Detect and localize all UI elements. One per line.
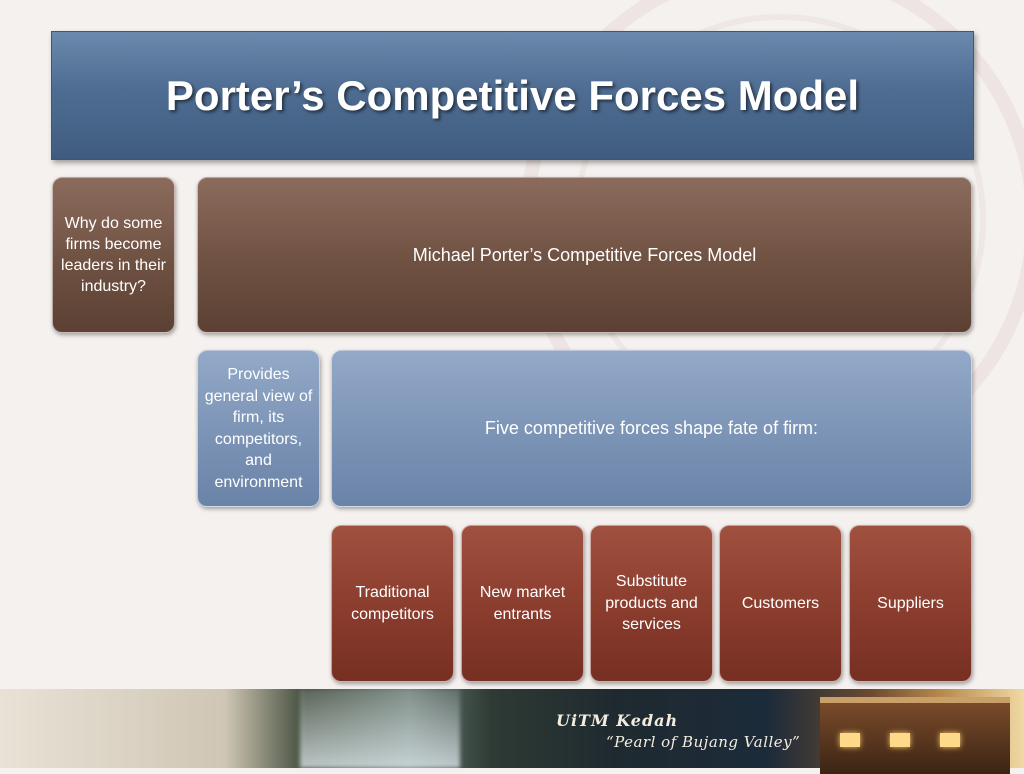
- five-forces-text: Five competitive forces shape fate of fi…: [484, 418, 819, 438]
- banner-slogan: “Pearl of Bujang Valley”: [606, 733, 801, 751]
- force-box-customers: Customers: [719, 525, 842, 682]
- force-label: Traditional competitors: [351, 584, 434, 623]
- building-image: [820, 697, 1010, 774]
- footer-banner: UiTM Kedah “Pearl of Bujang Valley”: [0, 689, 1024, 774]
- force-label: New market entrants: [479, 584, 566, 623]
- question-box: Why do some firms become leaders in thei…: [52, 177, 175, 333]
- building-window: [840, 733, 860, 747]
- slide-title: Porter’s Competitive Forces Model: [165, 71, 860, 119]
- waterfall-image: [300, 689, 460, 768]
- force-label: Customers: [741, 594, 820, 612]
- building-window: [890, 733, 910, 747]
- force-box-substitutes: Substitute products and services: [590, 525, 713, 682]
- question-text: Why do some firms become leaders in thei…: [61, 215, 166, 295]
- force-box-suppliers: Suppliers: [849, 525, 972, 682]
- model-text: Michael Porter’s Competitive Forces Mode…: [412, 244, 757, 265]
- force-label: Suppliers: [877, 594, 944, 612]
- force-box-new-market-entrants: New market entrants: [461, 525, 584, 682]
- five-forces-box: Five competitive forces shape fate of fi…: [331, 350, 972, 507]
- model-box: Michael Porter’s Competitive Forces Mode…: [197, 177, 972, 333]
- force-box-traditional-competitors: Traditional competitors: [331, 525, 454, 682]
- provides-box: Provides general view of firm, its compe…: [197, 350, 320, 507]
- provides-text: Provides general view of firm, its compe…: [204, 366, 313, 491]
- banner-campus-name: UiTM Kedah: [556, 711, 679, 730]
- title-banner: Porter’s Competitive Forces Model: [51, 31, 974, 160]
- building-window: [940, 733, 960, 747]
- force-label: Substitute products and services: [605, 573, 698, 634]
